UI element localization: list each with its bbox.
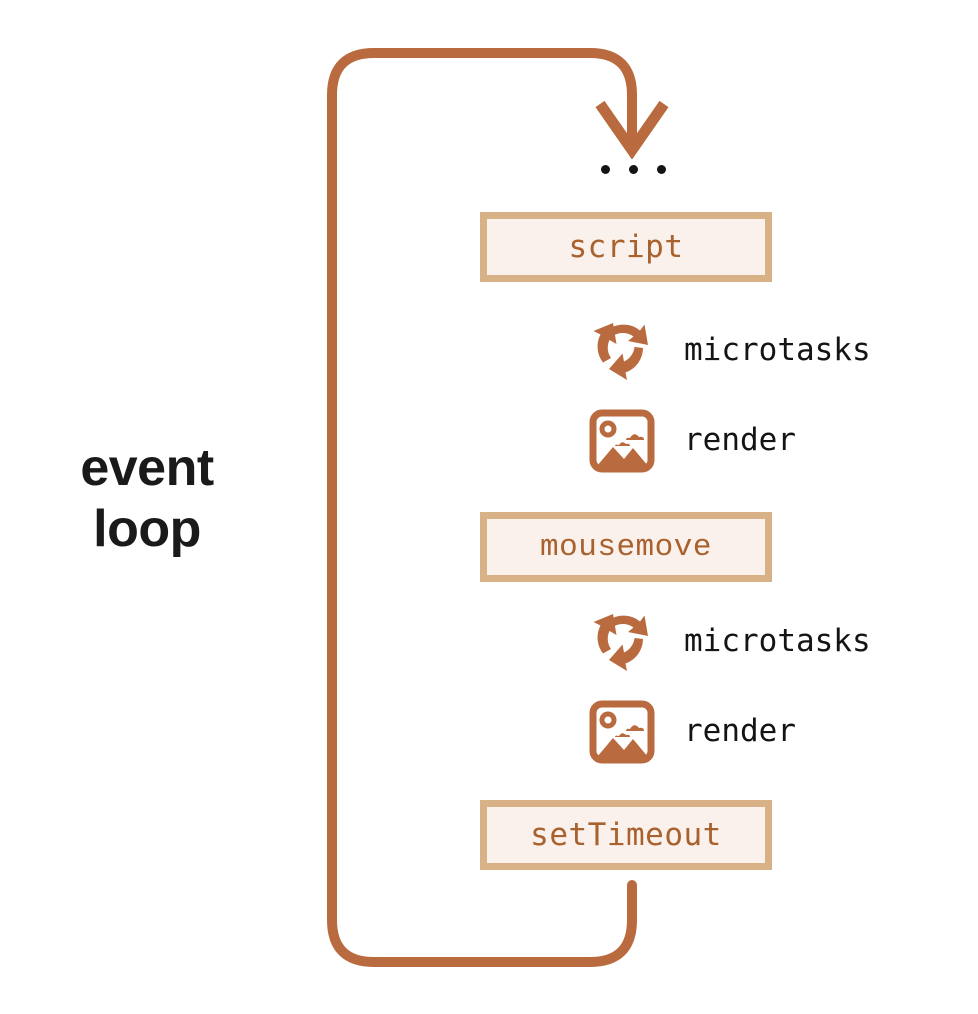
task-box-mousemove[interactable]: mousemove bbox=[480, 512, 772, 582]
step-microtasks-2-label: microtasks bbox=[684, 623, 871, 659]
event-loop-title: event loop bbox=[12, 438, 282, 561]
ellipsis-indicator bbox=[588, 152, 678, 186]
ellipsis-dot bbox=[656, 164, 666, 174]
image-icon bbox=[589, 700, 655, 764]
step-render-2: render bbox=[586, 694, 796, 768]
task-box-settimeout[interactable]: setTimeout bbox=[480, 800, 772, 870]
image-icon bbox=[589, 409, 655, 473]
step-render-1-label: render bbox=[684, 422, 796, 458]
event-loop-title-line-2: loop bbox=[93, 500, 201, 559]
task-box-mousemove-label: mousemove bbox=[540, 529, 712, 565]
ellipsis-dot bbox=[600, 164, 610, 174]
step-microtasks-2: microtasks bbox=[586, 604, 871, 678]
task-box-script[interactable]: script bbox=[480, 212, 772, 282]
task-box-settimeout-label: setTimeout bbox=[530, 817, 722, 853]
step-render-1: render bbox=[586, 403, 796, 477]
event-loop-title-line-1: event bbox=[80, 439, 214, 497]
ellipsis-dot bbox=[628, 164, 638, 174]
circular-arrows-icon bbox=[593, 614, 648, 671]
circular-arrows-icon bbox=[593, 323, 648, 380]
arrow-head-icon bbox=[595, 100, 669, 160]
task-box-script-label: script bbox=[568, 229, 684, 265]
step-microtasks-1-label: microtasks bbox=[684, 332, 871, 368]
step-render-2-label: render bbox=[684, 713, 796, 749]
step-microtasks-1: microtasks bbox=[586, 313, 871, 387]
